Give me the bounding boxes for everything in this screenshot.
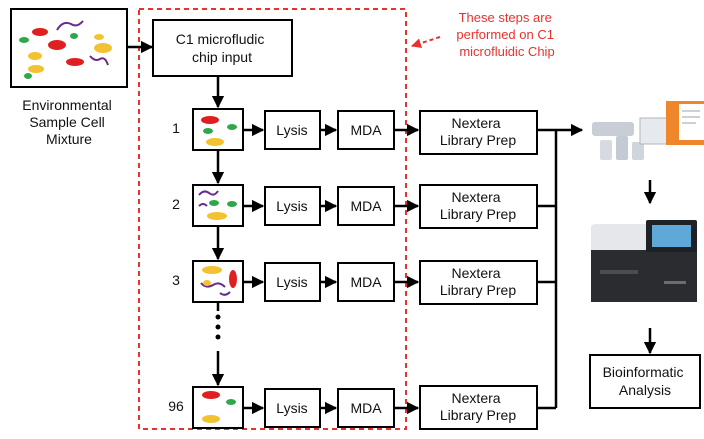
library-label: Nextera Library Prep — [440, 189, 516, 222]
lysis-label: Lysis — [276, 274, 307, 290]
row-number: 3 — [172, 272, 180, 288]
mda-label: MDA — [350, 198, 382, 214]
chip-input-node: C1 microfludic chip input — [152, 19, 293, 77]
chip-annotation: These steps are performed on C1 microflu… — [456, 10, 557, 59]
library-label: Nextera Library Prep — [440, 115, 516, 148]
svg-text:C1 microfludic chip inpu: C1 microfludic chip input — [176, 31, 269, 65]
lysis-label: Lysis — [276, 122, 307, 138]
source-label: Environmental Sample Cell Mixture — [22, 97, 115, 147]
row-1: 1 Lysis MDA Nextera Library Prep — [172, 108, 538, 155]
mda-label: MDA — [350, 400, 382, 416]
row-3: 3 Lysis MDA Nextera Library Prep — [172, 260, 538, 305]
cell-well-icon — [192, 108, 244, 151]
ellipsis-dots — [215, 314, 221, 340]
row-2: 2 Lysis MDA Nextera Library Prep — [172, 184, 538, 229]
library-label: Nextera Library Prep — [440, 265, 516, 298]
lysis-label: Lysis — [276, 198, 307, 214]
sequencer-prep-icon — [592, 101, 704, 160]
row-number: 1 — [172, 120, 180, 136]
mda-label: MDA — [350, 274, 382, 290]
cell-mixture-icon — [10, 8, 128, 88]
cell-well-icon — [192, 386, 244, 429]
sequencer-instrument-icon — [591, 220, 697, 302]
lysis-label: Lysis — [276, 400, 307, 416]
row-number: 2 — [172, 196, 180, 212]
cell-well-icon — [192, 260, 244, 303]
analysis-node: Bioinformatic Analysis — [589, 354, 701, 409]
library-label: Nextera Library Prep — [440, 390, 516, 423]
mda-label: MDA — [350, 122, 382, 138]
annotation-arrow — [411, 36, 441, 49]
row-96: 96 Lysis MDA Nextera Library Prep — [168, 385, 538, 430]
merge-lines — [537, 128, 558, 410]
row-number: 96 — [168, 398, 184, 414]
svg-text:Bioinformatic Analysis: Bioinformatic Analysis — [603, 364, 688, 398]
chip-region-border — [138, 8, 407, 430]
cell-well-icon — [192, 184, 244, 227]
